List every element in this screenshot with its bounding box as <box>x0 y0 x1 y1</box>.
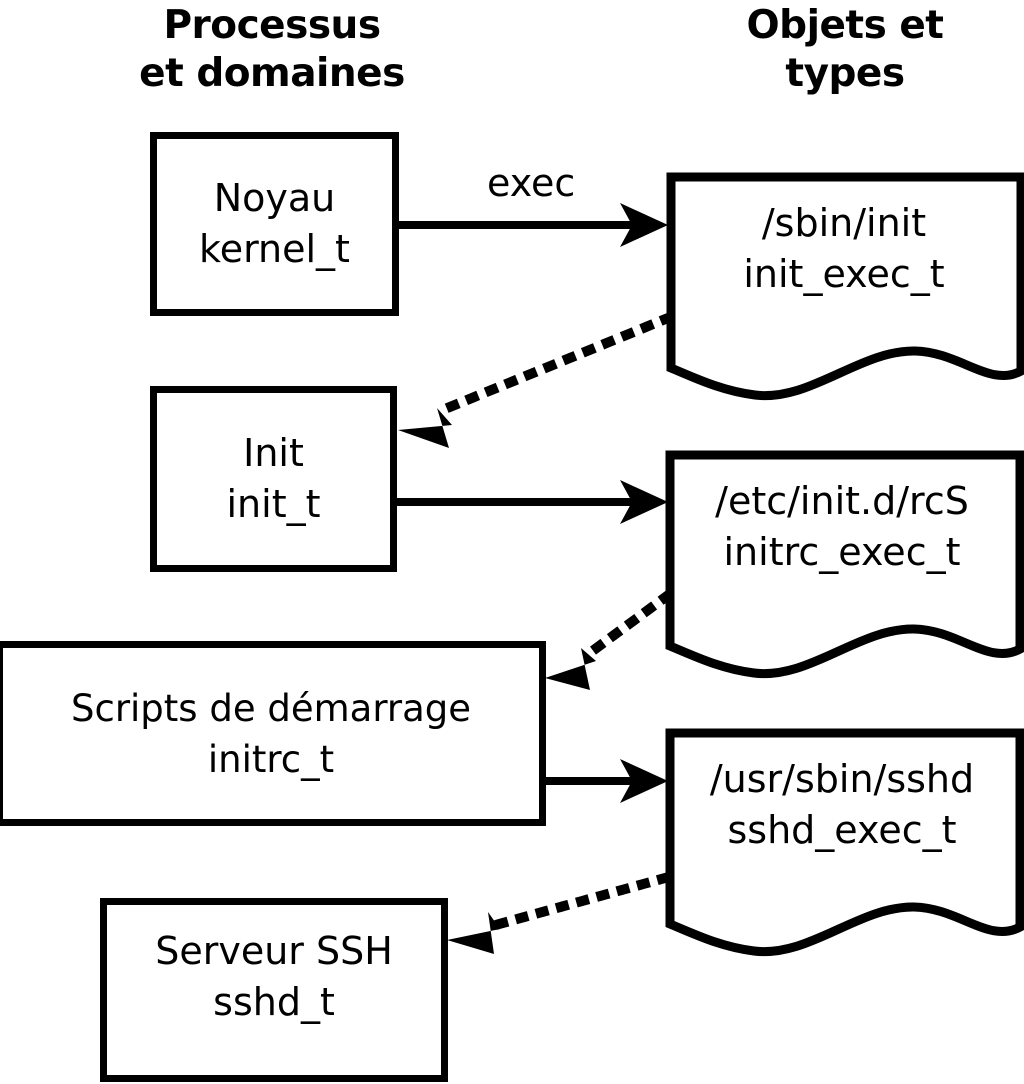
process-node-kernel[interactable]: Noyau kernel_t <box>150 132 399 316</box>
edge-initrc-exec-sshdexec <box>545 759 668 803</box>
column-title-processes: Processus et domaines <box>139 3 405 96</box>
process-node-sshd[interactable]: Serveur SSH sshd_t <box>100 898 448 1082</box>
object-node-sshd-exec-label: /usr/sbin/sshd sshd_exec_t <box>709 757 975 852</box>
process-node-init-label: Init init_t <box>226 431 321 526</box>
document-shape-icon <box>665 450 1024 679</box>
object-node-init-exec[interactable] <box>660 166 1024 410</box>
edge-kernel-exec-initexec <box>398 203 668 247</box>
object-node-initrc-exec-label: /etc/init.d/rcS initrc_exec_t <box>715 479 969 574</box>
edge-initrcexec-transition-initrc <box>545 589 674 690</box>
process-node-sshd-label: Serveur SSH sshd_t <box>155 929 393 1024</box>
edge-sshdexec-transition-sshd <box>447 871 672 954</box>
document-shape-icon <box>665 728 1024 957</box>
document-shape-icon <box>666 172 1024 401</box>
process-node-kernel-label: Noyau kernel_t <box>199 176 350 271</box>
process-node-initrc-label: Scripts de démarrage initrc_t <box>70 686 472 781</box>
process-node-initrc[interactable]: Scripts de démarrage initrc_t <box>0 641 546 826</box>
edge-init-exec-initrcexec <box>397 480 668 524</box>
object-node-initrc-exec[interactable] <box>659 444 1024 688</box>
object-node-init-exec-label: /sbin/init init_exec_t <box>743 201 945 296</box>
column-title-objects: Objets et types <box>746 3 944 96</box>
process-node-init[interactable]: Init init_t <box>150 386 397 572</box>
object-node-sshd-exec[interactable] <box>659 722 1024 966</box>
edge-initexec-transition-init <box>398 311 675 448</box>
edge-label-exec: exec <box>487 161 576 205</box>
